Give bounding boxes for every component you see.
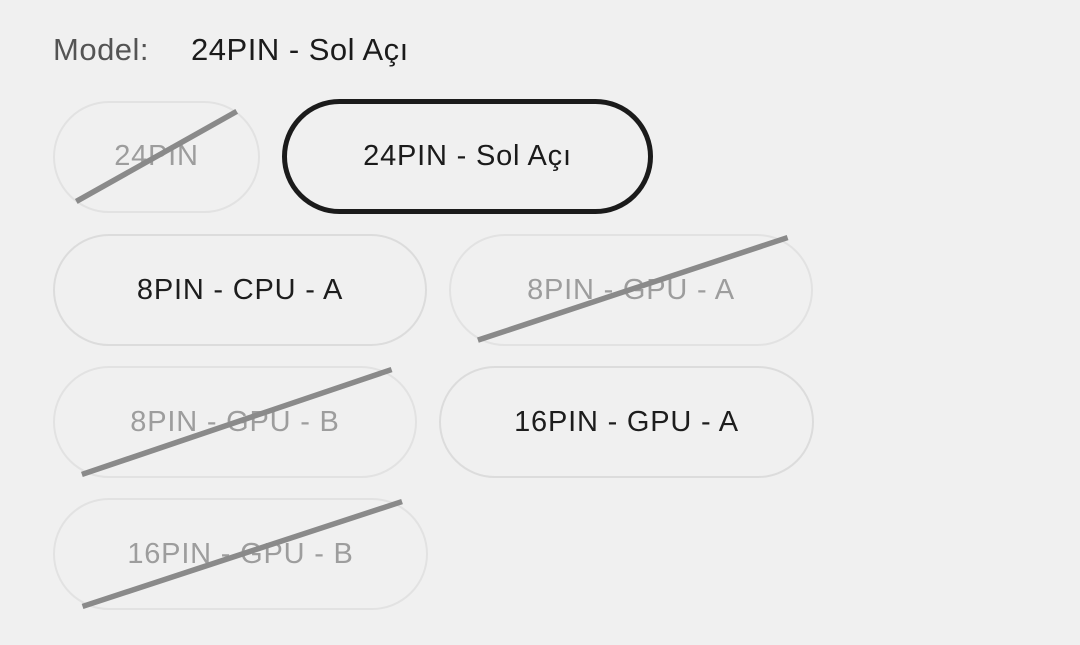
option-label: 8PIN - GPU - B (130, 405, 340, 438)
option-label: 16PIN - GPU - A (514, 405, 739, 438)
options-row: 8PIN - GPU - B 16PIN - GPU - A (53, 366, 814, 478)
option-24pin[interactable]: 24PIN (53, 100, 260, 213)
option-8pin-gpu-b[interactable]: 8PIN - GPU - B (53, 366, 417, 478)
options-row: 24PIN 24PIN - Sol Açı (53, 99, 653, 214)
option-16pin-gpu-a[interactable]: 16PIN - GPU - A (439, 366, 814, 478)
model-label: Model: (53, 32, 150, 67)
options-row: 8PIN - CPU - A 8PIN - GPU - A (53, 234, 813, 346)
option-24pin-sol-aci[interactable]: 24PIN - Sol Açı (282, 99, 653, 214)
options-list: 24PIN 24PIN - Sol Açı 8PIN - CPU - A 8PI… (53, 99, 1080, 610)
option-8pin-cpu-a[interactable]: 8PIN - CPU - A (53, 234, 427, 346)
option-label: 16PIN - GPU - B (127, 537, 354, 570)
option-label: 24PIN (114, 140, 199, 172)
model-header: Model: 24PIN - Sol Açı (53, 32, 1080, 68)
option-label: 8PIN - GPU - A (527, 273, 735, 306)
model-selected-value: 24PIN - Sol Açı (191, 32, 409, 67)
option-16pin-gpu-b[interactable]: 16PIN - GPU - B (53, 498, 428, 610)
option-label: 24PIN - Sol Açı (363, 140, 572, 172)
options-row: 16PIN - GPU - B (53, 498, 428, 610)
option-label: 8PIN - CPU - A (136, 273, 344, 306)
option-8pin-gpu-a[interactable]: 8PIN - GPU - A (449, 234, 813, 346)
variant-selector: Model: 24PIN - Sol Açı 24PIN 24PIN - Sol… (53, 32, 1080, 610)
